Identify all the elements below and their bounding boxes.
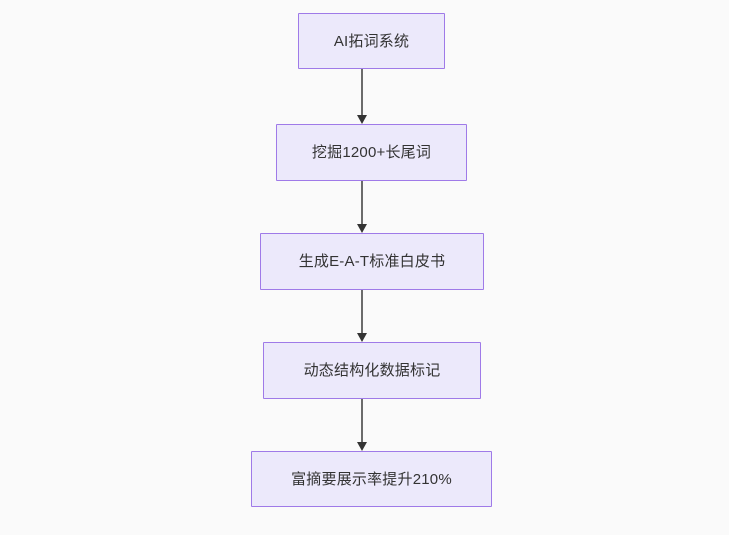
arrowhead-icon	[357, 224, 367, 233]
flow-node-mine-longtail-keywords[interactable]: 挖掘1200+长尾词	[276, 124, 467, 181]
flow-node-ai-keyword-system[interactable]: AI拓词系统	[298, 13, 445, 69]
flow-edge-4-to-5	[352, 399, 372, 451]
flow-node-rich-snippet-rate-increase[interactable]: 富摘要展示率提升210%	[251, 451, 492, 507]
edge-line	[361, 399, 363, 443]
flow-node-dynamic-structured-data-markup[interactable]: 动态结构化数据标记	[263, 342, 481, 399]
arrowhead-icon	[357, 442, 367, 451]
flow-node-label: 生成E-A-T标准白皮书	[298, 253, 446, 270]
flow-edge-3-to-4	[352, 290, 372, 342]
flow-node-generate-eat-whitepaper[interactable]: 生成E-A-T标准白皮书	[260, 233, 484, 290]
flow-node-label: 挖掘1200+长尾词	[311, 144, 432, 161]
arrowhead-icon	[357, 333, 367, 342]
edge-line	[361, 69, 363, 116]
flow-node-label: AI拓词系统	[333, 32, 410, 50]
edge-line	[361, 181, 363, 225]
flow-node-label: 富摘要展示率提升210%	[291, 470, 452, 488]
arrowhead-icon	[357, 115, 367, 124]
flow-edge-2-to-3	[352, 181, 372, 233]
edge-line	[361, 290, 363, 334]
flow-edge-1-to-2	[352, 69, 372, 124]
flow-node-label: 动态结构化数据标记	[303, 362, 441, 379]
